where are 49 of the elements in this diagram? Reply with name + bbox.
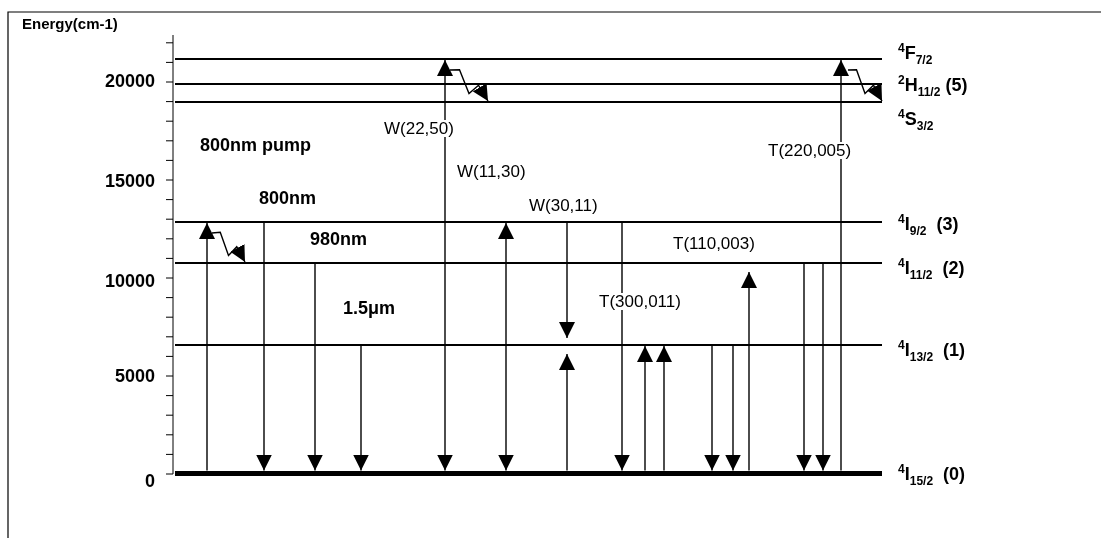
energy-level-line [175,101,882,103]
energy-level-line [175,58,882,60]
transition-arrow [437,59,453,472]
tick-label: 0 [145,472,155,490]
level-label: $^{4}$I$_{11/2}$ (2) [898,257,965,281]
transition-arrow [614,222,630,472]
nonradiative-decay-arrow [211,231,246,263]
transition-arrow [796,263,812,472]
energy-level-line [175,344,882,346]
transition-arrow [656,345,672,472]
process-label: T(110,003) [672,235,756,252]
transition-arrow [307,263,323,472]
transition-arrow [559,353,575,472]
process-label: W(22,50) [383,120,455,137]
transition-arrow [725,345,741,472]
process-label: T(220,005) [767,142,853,159]
transition-arrow [704,345,720,472]
process-label: W(30,11) [528,197,599,214]
transition-arrow [353,345,369,472]
level-label: $^{4}$I$_{13/2}$ (1) [898,339,966,363]
transition-arrow [833,59,849,472]
nonradiative-decay-arrow [449,69,489,102]
level-label: $^{2}$H$_{11/2}$ (5) [898,74,968,98]
level-label: $^{4}$S$_{3/2}$ [898,108,934,132]
tick-label: 20000 [104,72,155,90]
process-label: T(300,011) [598,293,682,310]
transition-arrow [498,222,514,472]
transition-arrow [741,271,757,472]
transition-arrow [199,222,215,472]
energy-level-line [175,262,882,264]
tick-label: 15000 [104,172,155,190]
level-label: $^{4}$I$_{15/2}$ (0) [898,463,966,487]
process-label: W(11,30) [456,163,527,180]
transition-arrow [815,263,831,472]
annotation-text: 800nm pump [200,136,312,154]
energy-level-line [175,221,882,223]
level-label: $^{4}$F$_{7/2}$ [898,42,933,66]
transition-arrow [256,222,272,472]
transition-arrow [637,345,653,472]
tick-label: 10000 [104,272,155,290]
nonradiative-decay-arrow [847,69,883,102]
transition-arrow [559,222,575,339]
energy-level-line [175,83,882,85]
wavelength-label: 980nm [310,230,368,248]
axis-title: Energy(cm-1) [22,16,118,31]
tick-label: 5000 [114,367,155,385]
wavelength-label: 1.5μm [343,299,396,317]
wavelength-label: 800nm [259,189,317,207]
level-label: $^{4}$I$_{9/2}$ (3) [898,213,959,237]
